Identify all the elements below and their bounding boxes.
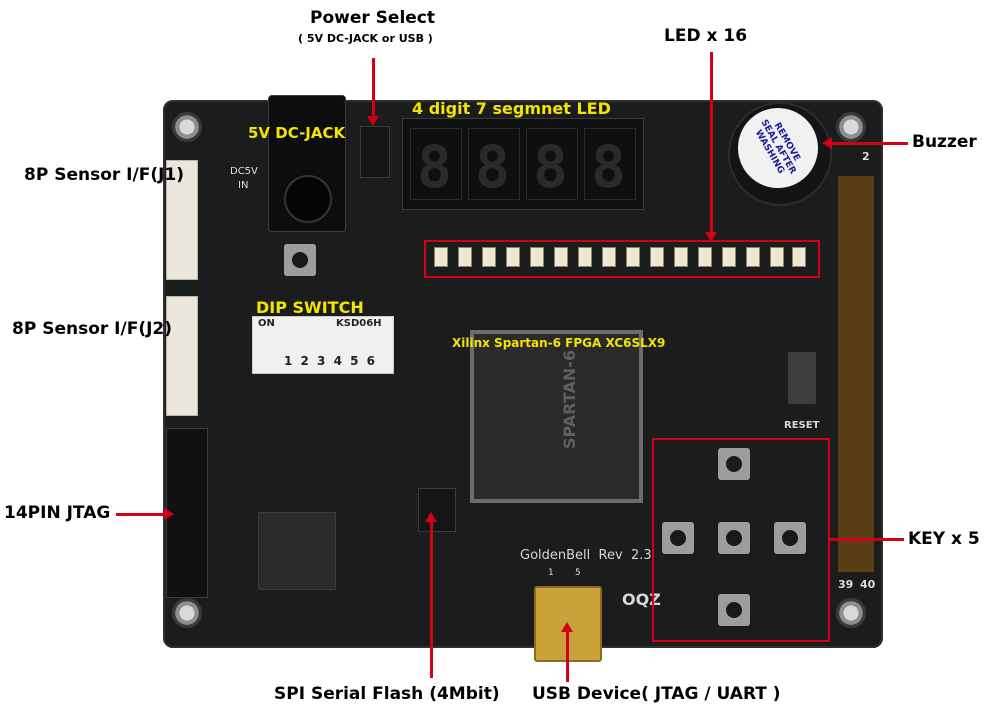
led xyxy=(698,247,712,267)
led xyxy=(530,247,544,267)
mount-hole-top-right xyxy=(836,112,866,142)
led-arrow xyxy=(705,232,717,242)
dip-switch xyxy=(252,316,394,374)
dip-switch-on-label: ON xyxy=(258,318,275,329)
power-select-jumper xyxy=(360,126,390,178)
led xyxy=(650,247,664,267)
usb-controller-chip xyxy=(258,512,336,590)
led xyxy=(554,247,568,267)
buzzer-sticker xyxy=(738,108,818,188)
jtag-label: 14PIN JTAG xyxy=(4,503,111,523)
mount-hole-bottom-right xyxy=(836,598,866,628)
power-button[interactable] xyxy=(284,244,316,276)
key-leader xyxy=(828,538,904,541)
led xyxy=(722,247,736,267)
key-x5-label: KEY x 5 xyxy=(908,529,980,549)
dc5v-label: DC5V xyxy=(230,166,258,177)
power-select-arrow xyxy=(367,116,379,126)
seven-segment-label: 4 digit 7 segmnet LED xyxy=(412,99,611,118)
key-button-4[interactable] xyxy=(774,522,806,554)
seven-segment-digit-3: 8 xyxy=(526,128,578,201)
expansion-header-40pin xyxy=(838,176,874,572)
jtag-leader xyxy=(116,513,166,516)
board-name: GoldenBell Rev 2.3 xyxy=(520,548,652,563)
led xyxy=(674,247,688,267)
mount-hole-top-left xyxy=(172,112,202,142)
fpga-label: Xilinx Spartan-6 FPGA XC6SLX9 xyxy=(452,336,666,350)
led-leader xyxy=(710,52,713,234)
seven-segment-digit-2: 8 xyxy=(468,128,520,201)
buzzer-leader xyxy=(832,142,908,145)
buzzer-label: Buzzer xyxy=(912,132,977,152)
power-select-label: Power Select xyxy=(310,8,436,28)
dc-in-label: IN xyxy=(238,180,249,191)
led xyxy=(482,247,496,267)
key-button-1[interactable] xyxy=(718,448,750,480)
seven-segment-digit-1: 8 xyxy=(410,128,462,201)
dc-jack-label: 5V DC-JACK xyxy=(248,124,346,142)
sensor-j2-label: 8P Sensor I/F(J2) xyxy=(12,319,173,339)
spi-flash-arrow xyxy=(425,512,437,522)
dip-switch-label: DIP SWITCH xyxy=(256,298,364,317)
board-logo: OQZ xyxy=(622,590,661,609)
led xyxy=(458,247,472,267)
usb-arrow xyxy=(561,622,573,632)
sensor-connector-j1 xyxy=(166,160,198,280)
led-strip-highlight xyxy=(424,240,820,278)
led xyxy=(578,247,592,267)
header-pin-label-2: 2 xyxy=(862,150,870,163)
usb-device-label: USB Device( JTAG / UART ) xyxy=(532,684,781,704)
sensor-j1-label: 8P Sensor I/F(J1) xyxy=(24,165,185,185)
jtag-arrow xyxy=(164,508,174,520)
led-strip xyxy=(428,242,812,272)
dip-switch-model: KSD06H xyxy=(336,318,382,329)
fpga-chip-marking: SPARTAN-6 xyxy=(559,350,579,449)
led xyxy=(506,247,520,267)
led xyxy=(626,247,640,267)
buzzer-arrow xyxy=(822,137,832,149)
spi-flash-leader xyxy=(430,522,433,678)
spi-flash-label: SPI Serial Flash (4Mbit) xyxy=(274,684,500,704)
usb-pin-numbers: 1 5 xyxy=(548,568,581,578)
usb-leader xyxy=(566,630,569,682)
spi-flash-chip xyxy=(418,488,456,532)
header-pin-label-39: 39 xyxy=(838,578,854,591)
power-select-sublabel: ( 5V DC-JACK or USB ) xyxy=(298,32,433,45)
sensor-connector-j2 xyxy=(166,296,198,416)
led xyxy=(602,247,616,267)
keys-highlight xyxy=(652,438,830,642)
header-pin-label-40: 40 xyxy=(860,578,876,591)
key-button-5[interactable] xyxy=(718,594,750,626)
mount-hole-bottom-left xyxy=(172,598,202,628)
fpga-chip xyxy=(470,330,643,503)
dip-switch-numbers: 1 2 3 4 5 6 xyxy=(284,354,377,368)
key-button-2[interactable] xyxy=(662,522,694,554)
reset-label: RESET xyxy=(784,420,820,431)
led xyxy=(792,247,806,267)
led xyxy=(746,247,760,267)
dc-jack-opening xyxy=(284,175,332,223)
led xyxy=(770,247,784,267)
key-button-3[interactable] xyxy=(718,522,750,554)
led xyxy=(434,247,448,267)
led-x16-label: LED x 16 xyxy=(664,26,748,46)
power-select-leader xyxy=(372,58,375,118)
reset-button[interactable] xyxy=(788,352,816,404)
seven-segment-digit-4: 8 xyxy=(584,128,636,201)
